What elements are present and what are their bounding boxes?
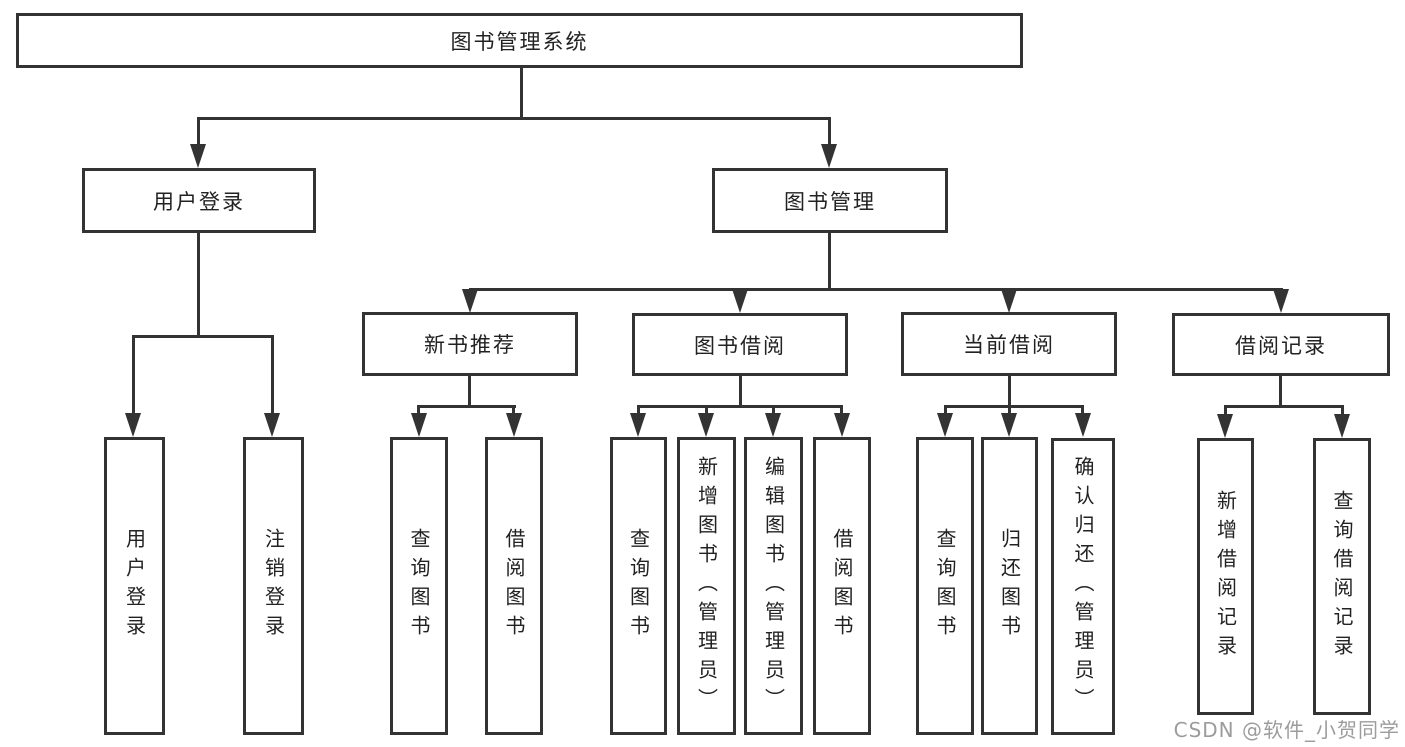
leaf-user-login: 用户登录 [104, 437, 165, 735]
leaf-label: 确认归还（管理员） [1071, 456, 1095, 717]
connector-line [197, 233, 200, 337]
connector-line [132, 335, 135, 415]
node-current-borrowing: 当前借阅 [901, 312, 1117, 376]
arrow-down-icon [630, 413, 646, 437]
node-new-book-recommendation: 新书推荐 [362, 312, 578, 376]
arrow-down-icon [506, 413, 522, 437]
connector-line [512, 405, 515, 415]
connector-line [637, 405, 640, 415]
connector-line [271, 335, 274, 415]
connector-line [197, 117, 200, 147]
connector-line [1008, 405, 1011, 415]
arrow-down-icon [125, 413, 141, 437]
leaf-query-books-current: 查询图书 [916, 437, 974, 735]
connector-line [944, 405, 947, 415]
node-book-management: 图书管理 [712, 168, 948, 233]
arrow-down-icon [1334, 414, 1350, 438]
leaf-label: 用户登录 [122, 528, 147, 644]
arrow-down-icon [937, 413, 953, 437]
connector-line [418, 405, 516, 408]
leaf-label: 查询图书 [933, 528, 957, 644]
leaf-label: 注销登录 [261, 528, 286, 644]
arrow-down-icon [1273, 289, 1289, 313]
connector-line [840, 405, 843, 415]
connector-line [197, 117, 831, 120]
leaf-borrow-books: 借阅图书 [813, 437, 871, 735]
arrow-down-icon [821, 144, 837, 168]
connector-line [469, 288, 1283, 291]
leaf-borrow-books-recommend: 借阅图书 [485, 437, 543, 735]
connector-line [828, 233, 831, 290]
arrow-down-icon [1001, 413, 1017, 437]
node-book-borrowing: 图书借阅 [632, 313, 848, 376]
leaf-confirm-return-admin: 确认归还（管理员） [1051, 438, 1115, 735]
watermark: CSDN @软件_小贺同学 [1173, 718, 1400, 742]
connector-line [520, 67, 523, 117]
connector-line [1224, 405, 1344, 408]
node-library-system: 图书管理系统 [16, 13, 1023, 68]
connector-line [705, 405, 708, 415]
arrow-down-icon [264, 413, 280, 437]
connector-line [944, 405, 1084, 408]
leaf-label: 归还图书 [997, 528, 1022, 644]
arrow-down-icon [1001, 289, 1017, 313]
leaf-label: 借阅图书 [502, 528, 526, 644]
connector-line [468, 376, 471, 407]
arrow-down-icon [834, 413, 850, 437]
leaf-label: 查询图书 [407, 528, 431, 644]
leaf-add-books-admin: 新增图书（管理员） [677, 437, 736, 735]
leaf-label: 新增借阅记录 [1213, 489, 1238, 664]
connector-line [828, 117, 831, 147]
arrow-down-icon [765, 413, 781, 437]
arrow-down-icon [462, 289, 478, 313]
connector-line [1081, 405, 1084, 415]
connector-line [132, 335, 274, 338]
connector-line [1008, 376, 1011, 407]
connector-line [1341, 405, 1344, 416]
arrow-down-icon [732, 289, 748, 313]
connector-line [1279, 376, 1282, 407]
leaf-return-books: 归还图书 [981, 437, 1038, 735]
leaf-query-books-recommend: 查询图书 [390, 437, 448, 735]
arrow-down-icon [698, 413, 714, 437]
leaf-query-borrow-record: 查询借阅记录 [1313, 438, 1371, 715]
connector-line [637, 405, 843, 408]
connector-line [417, 405, 420, 415]
connector-line [772, 405, 775, 415]
leaf-label: 查询借阅记录 [1330, 489, 1354, 664]
connector-line [739, 376, 742, 407]
arrow-down-icon [411, 413, 427, 437]
arrow-down-icon [1217, 414, 1233, 438]
leaf-query-books-borrow: 查询图书 [610, 437, 667, 735]
node-borrowing-records: 借阅记录 [1172, 313, 1390, 376]
arrow-down-icon [190, 144, 206, 168]
arrow-down-icon [1075, 413, 1091, 437]
leaf-label: 编辑图书（管理员） [761, 455, 786, 717]
leaf-add-borrow-record: 新增借阅记录 [1197, 438, 1254, 715]
connector-line [1224, 405, 1227, 416]
leaf-label: 新增图书（管理员） [694, 455, 719, 717]
leaf-label: 查询图书 [626, 528, 651, 644]
node-user-login: 用户登录 [82, 168, 316, 233]
leaf-label: 借阅图书 [830, 528, 854, 644]
leaf-edit-books-admin: 编辑图书（管理员） [744, 437, 803, 735]
leaf-logout: 注销登录 [243, 437, 304, 735]
